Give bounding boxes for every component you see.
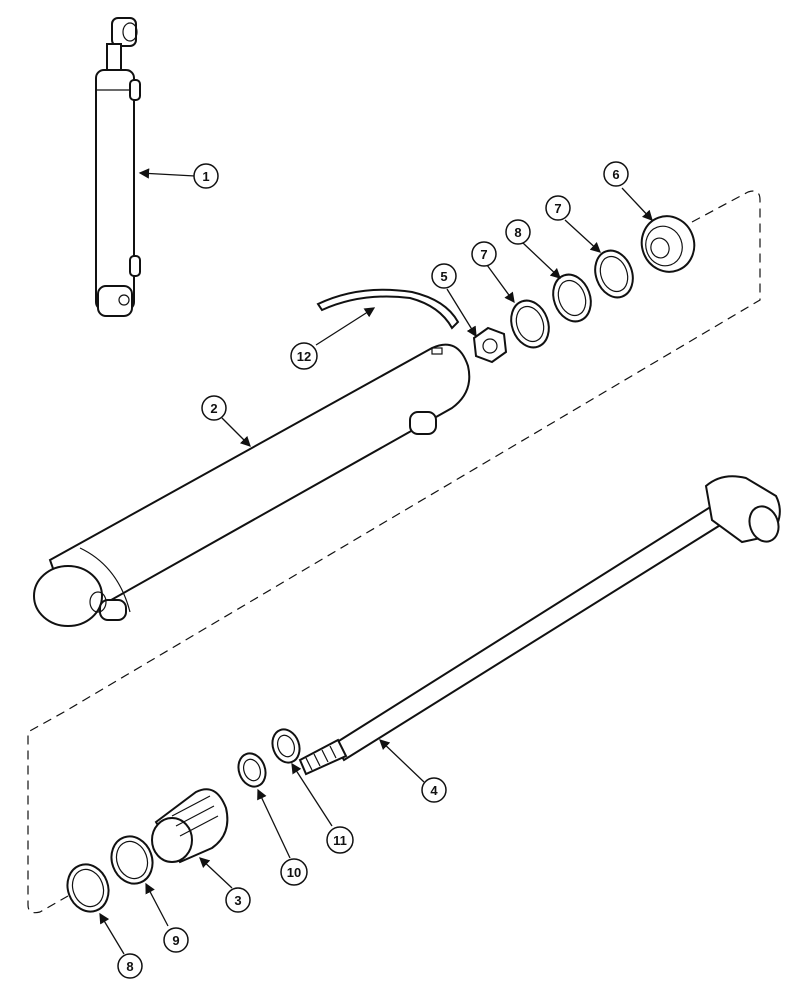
callout-4: 4 bbox=[421, 777, 447, 803]
callout-11: 11 bbox=[326, 826, 354, 854]
callout-10: 10 bbox=[280, 858, 308, 886]
callout-5-label: 5 bbox=[440, 269, 447, 284]
callout-4-label: 4 bbox=[430, 783, 438, 798]
part-piston bbox=[640, 215, 696, 273]
callout-8a-label: 8 bbox=[514, 225, 521, 240]
callout-3: 3 bbox=[225, 887, 251, 913]
part-cylinder-assembly bbox=[95, 17, 141, 317]
part-cylinder-barrel bbox=[33, 343, 471, 627]
part-piston-rod bbox=[298, 475, 781, 776]
callout-7b: 7 bbox=[545, 195, 571, 221]
callout-12-label: 12 bbox=[297, 349, 311, 364]
callout-1-label: 1 bbox=[202, 169, 209, 184]
callout-7b-label: 7 bbox=[554, 201, 561, 216]
callout-9: 9 bbox=[163, 927, 189, 953]
part-seal-rings-lower bbox=[66, 728, 301, 913]
part-lock-nut bbox=[472, 326, 508, 364]
leader-lines bbox=[99, 168, 653, 955]
callout-5: 5 bbox=[431, 263, 457, 289]
callout-12: 12 bbox=[290, 342, 318, 370]
assembly-guide-line bbox=[27, 190, 761, 914]
callout-9-label: 9 bbox=[172, 933, 179, 948]
part-gland bbox=[151, 788, 229, 864]
callout-8b-label: 8 bbox=[126, 959, 133, 974]
callout-10-label: 10 bbox=[287, 865, 301, 880]
callout-11-label: 11 bbox=[333, 833, 347, 848]
callout-2: 2 bbox=[201, 395, 227, 421]
callout-8b: 8 bbox=[117, 953, 143, 979]
callout-3-label: 3 bbox=[234, 893, 241, 908]
callout-6: 6 bbox=[603, 161, 629, 187]
callout-7a: 7 bbox=[471, 241, 497, 267]
part-wear-strip bbox=[316, 288, 460, 330]
callout-6-label: 6 bbox=[612, 167, 619, 182]
callout-8a: 8 bbox=[505, 219, 531, 245]
callout-7a-label: 7 bbox=[480, 247, 487, 262]
callout-2-label: 2 bbox=[210, 401, 217, 416]
part-seal-rings-upper bbox=[510, 249, 634, 349]
callout-1: 1 bbox=[193, 163, 219, 189]
